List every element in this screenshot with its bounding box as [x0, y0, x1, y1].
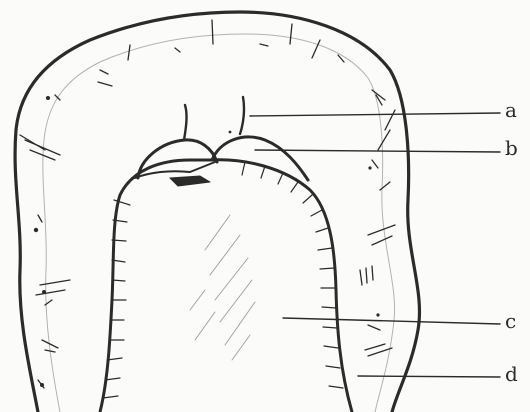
outer-wall	[15, 12, 419, 412]
leader-c	[283, 318, 500, 324]
dark-mark	[170, 176, 210, 186]
inner-ribs-right	[242, 162, 343, 388]
leader-d	[358, 376, 500, 377]
label-b: b	[505, 138, 518, 158]
label-c: c	[505, 311, 516, 331]
inner-shading	[190, 215, 255, 360]
outer-dots	[34, 96, 380, 387]
right-stalk	[240, 97, 244, 134]
left-stalk	[184, 105, 187, 140]
label-d: d	[505, 364, 518, 384]
label-a: a	[505, 100, 517, 120]
leader-a	[250, 113, 500, 116]
